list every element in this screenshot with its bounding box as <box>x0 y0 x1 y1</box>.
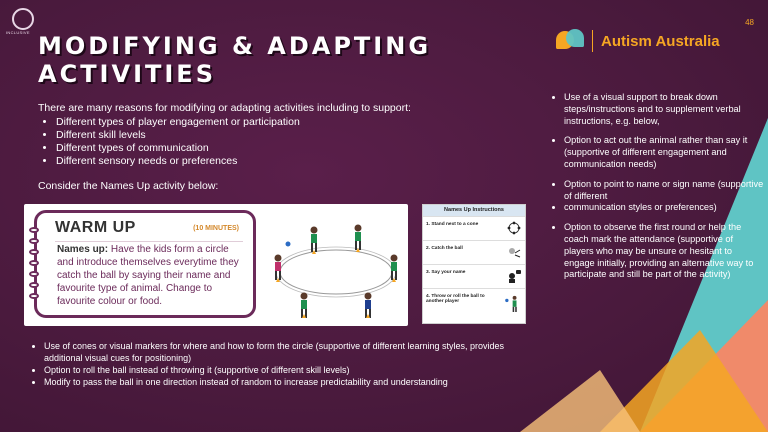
brand-name: Autism Australia <box>601 32 720 50</box>
instruction-step-text: 2. Catch the ball <box>426 246 463 251</box>
ball-icon <box>285 241 291 247</box>
warmup-lead: Names up: <box>57 244 109 255</box>
warmup-text: Have the kids form a circle and introduc… <box>57 244 239 307</box>
speech-bubbles-icon <box>556 29 586 53</box>
corner-logo-text: INCLUSIVE <box>6 30 30 35</box>
instruction-step-text: 3. Say your name <box>426 270 466 275</box>
warmup-minutes: (10 MINUTES) <box>193 225 239 232</box>
list-item: Different types of player engagement or … <box>56 116 458 129</box>
intro-list: Different types of player engagement or … <box>38 116 458 168</box>
right-points: Use of a visual support to break down st… <box>552 92 764 289</box>
list-item: Option to act out the animal rather than… <box>564 135 764 170</box>
list-item: Use of cones or visual markers for where… <box>44 340 540 364</box>
list-item: Modify to pass the ball in one direction… <box>44 376 540 388</box>
speaking-person-icon <box>509 270 521 283</box>
intro-section: There are many reasons for modifying or … <box>38 102 458 168</box>
card-divider <box>55 241 243 242</box>
brand-logo: Autism Australia <box>556 28 720 54</box>
throw-ball-icon <box>505 295 517 312</box>
slide-title: Modifying & Adapting Activities <box>38 32 432 88</box>
warmup-title: WARM UP <box>55 219 136 236</box>
corner-logo-icon <box>12 8 34 30</box>
cone-icon <box>276 248 396 318</box>
players-circle-illustration <box>274 224 398 318</box>
warmup-card: WARM UP (10 MINUTES) Names up: Have the … <box>29 210 256 318</box>
consider-text: Consider the Names Up activity below: <box>38 180 219 192</box>
list-item: Use of a visual support to break down st… <box>564 92 764 127</box>
player-icon <box>364 292 372 318</box>
list-item: communication styles or preferences) <box>564 202 764 214</box>
instructions-title: Names Up Instructions <box>423 205 525 216</box>
player-icon <box>310 226 318 252</box>
list-item: Different types of communication <box>56 142 458 155</box>
notebook-rings <box>29 227 39 304</box>
list-item: Different sensory needs or preferences <box>56 155 458 168</box>
player-icon <box>300 292 308 318</box>
player-icon <box>274 254 282 280</box>
instruction-step: 1. Stand next to a cone <box>423 216 525 240</box>
list-item: Option to point to name or sign name (su… <box>564 179 764 203</box>
right-points-list: Use of a visual support to break down st… <box>552 92 764 281</box>
instruction-step: 2. Catch the ball <box>423 240 525 264</box>
intro-lead: There are many reasons for modifying or … <box>38 102 411 114</box>
instructions-card: Names Up Instructions 1. Stand next to a… <box>422 204 526 324</box>
cone-circle-icon <box>507 221 521 235</box>
catch-ball-icon <box>509 248 521 258</box>
circle-notes-list: Use of cones or visual markers for where… <box>32 340 540 388</box>
page-number: 48 <box>745 18 754 27</box>
instruction-step-text: 1. Stand next to a cone <box>426 222 479 227</box>
instruction-step: 4. Throw or roll the ball to another pla… <box>423 288 525 319</box>
list-item: Different skill levels <box>56 129 458 142</box>
brand-divider <box>592 30 593 52</box>
instruction-step: 3. Say your name <box>423 264 525 288</box>
player-icon <box>390 254 398 280</box>
player-icon <box>354 224 362 250</box>
circle-notes: Use of cones or visual markers for where… <box>32 340 540 388</box>
instruction-step-text: 4. Throw or roll the ball to another pla… <box>426 294 485 304</box>
warmup-body: Names up: Have the kids form a circle an… <box>57 243 247 308</box>
warmup-panel: WARM UP (10 MINUTES) Names up: Have the … <box>24 204 408 326</box>
list-item: Option to roll the ball instead of throw… <box>44 364 540 376</box>
list-item: Option to observe the first round or hel… <box>564 222 764 281</box>
